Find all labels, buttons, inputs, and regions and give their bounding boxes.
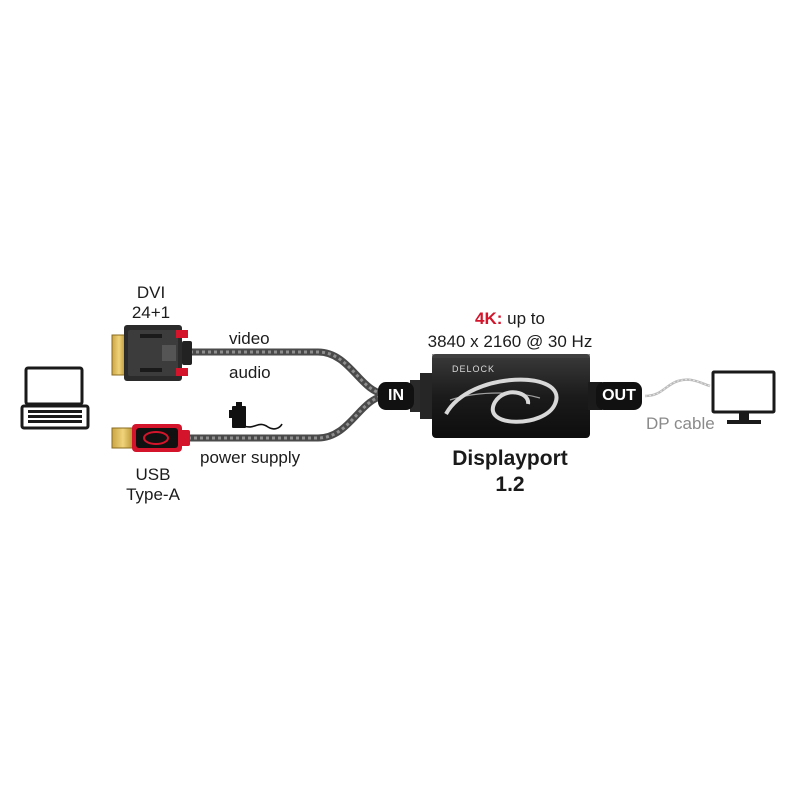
spec-label: 4K: up to 3840 x 2160 @ 30 Hz [420,309,600,352]
audio-label: audio [229,363,271,382]
device-title-line2: 1.2 [495,473,525,496]
dvi-label-line1: DVI [136,283,166,302]
dp-cable-label: DP cable [646,414,715,433]
spec-highlight: 4K: [475,309,503,328]
device-title-line1: Displayport [452,447,568,470]
delock-swirl-logo [444,377,559,424]
dvi-label: DVI 24+1 [126,283,176,323]
dp-cable [644,378,711,398]
usb-a-connector-icon [111,424,190,452]
usb-power-cable [184,392,389,442]
video-audio-cable [186,348,389,398]
usb-label: USB Type-A [120,465,186,505]
video-label: video [229,329,270,348]
brand-label: DELOCK [452,364,496,374]
device-title: Displayport 1.2 [420,446,600,498]
spec-resolution: 3840 x 2160 @ 30 Hz [427,332,593,351]
monitor-icon [711,370,776,424]
out-port-badge: OUT [596,382,642,410]
dvi-connector-icon [111,325,192,381]
adapter-device [410,354,602,438]
spec-rest: up to [502,309,545,328]
power-supply-label: power supply [200,448,301,467]
usb-label-line2: Type-A [126,485,180,504]
spec-line1: 4K: up to [420,309,600,329]
dvi-label-line2: 24+1 [131,303,171,322]
in-port-badge: IN [378,382,414,410]
usb-label-line1: USB [135,465,171,484]
power-plug-icon [229,402,283,430]
laptop-icon [20,366,90,430]
